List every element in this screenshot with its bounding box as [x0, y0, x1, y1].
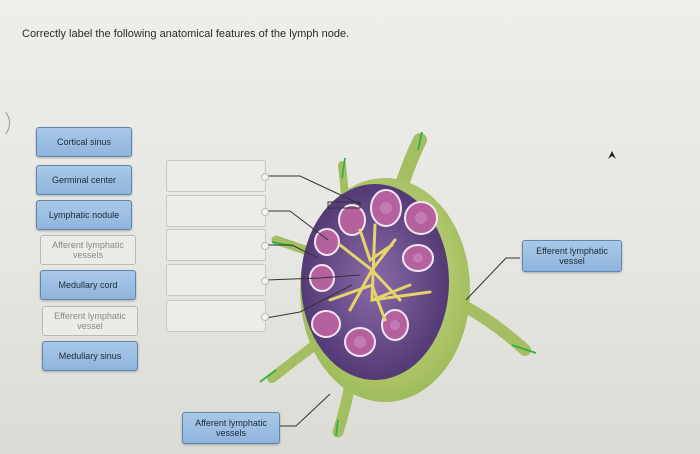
leader-lines — [266, 176, 520, 426]
vessels — [272, 140, 525, 432]
drop-zone-5[interactable] — [166, 300, 266, 332]
label-medullary-sinus[interactable]: Medullary sinus — [42, 341, 138, 371]
label-afferent-vessels-used: Afferent lymphatic vessels — [40, 235, 136, 265]
mouse-cursor-icon — [607, 150, 617, 160]
label-efferent-vessel-used: Efferent lymphatic vessel — [42, 306, 138, 336]
drop-zone-1[interactable] — [166, 160, 266, 192]
lymphatic-nodules — [310, 190, 437, 356]
page-edge-arc — [0, 108, 10, 138]
label-lymphatic-nodule[interactable]: Lymphatic nodule — [36, 200, 132, 230]
drop-zone-3[interactable] — [166, 229, 266, 261]
label-germinal-center[interactable]: Germinal center — [36, 165, 132, 195]
placed-label-afferent[interactable]: Afferent lymphatic vessels — [182, 412, 280, 444]
drop-zone-5-connector — [261, 313, 269, 321]
drop-zone-4-connector — [261, 277, 269, 285]
label-cortical-sinus[interactable]: Cortical sinus — [36, 127, 132, 157]
medulla — [330, 225, 430, 320]
question-prompt: Correctly label the following anatomical… — [22, 28, 349, 40]
capsule — [300, 178, 470, 402]
placed-label-efferent[interactable]: Efferent lymphatic vessel — [522, 240, 622, 272]
flow-arrows — [260, 132, 536, 436]
label-medullary-cord[interactable]: Medullary cord — [40, 270, 136, 300]
cortex — [301, 184, 449, 380]
drop-zone-1-connector — [261, 173, 269, 181]
drop-zone-3-connector — [261, 242, 269, 250]
drop-zone-2-connector — [261, 208, 269, 216]
drop-zone-4[interactable] — [166, 264, 266, 296]
germinal-centers — [354, 202, 427, 348]
drop-zone-2[interactable] — [166, 195, 266, 227]
